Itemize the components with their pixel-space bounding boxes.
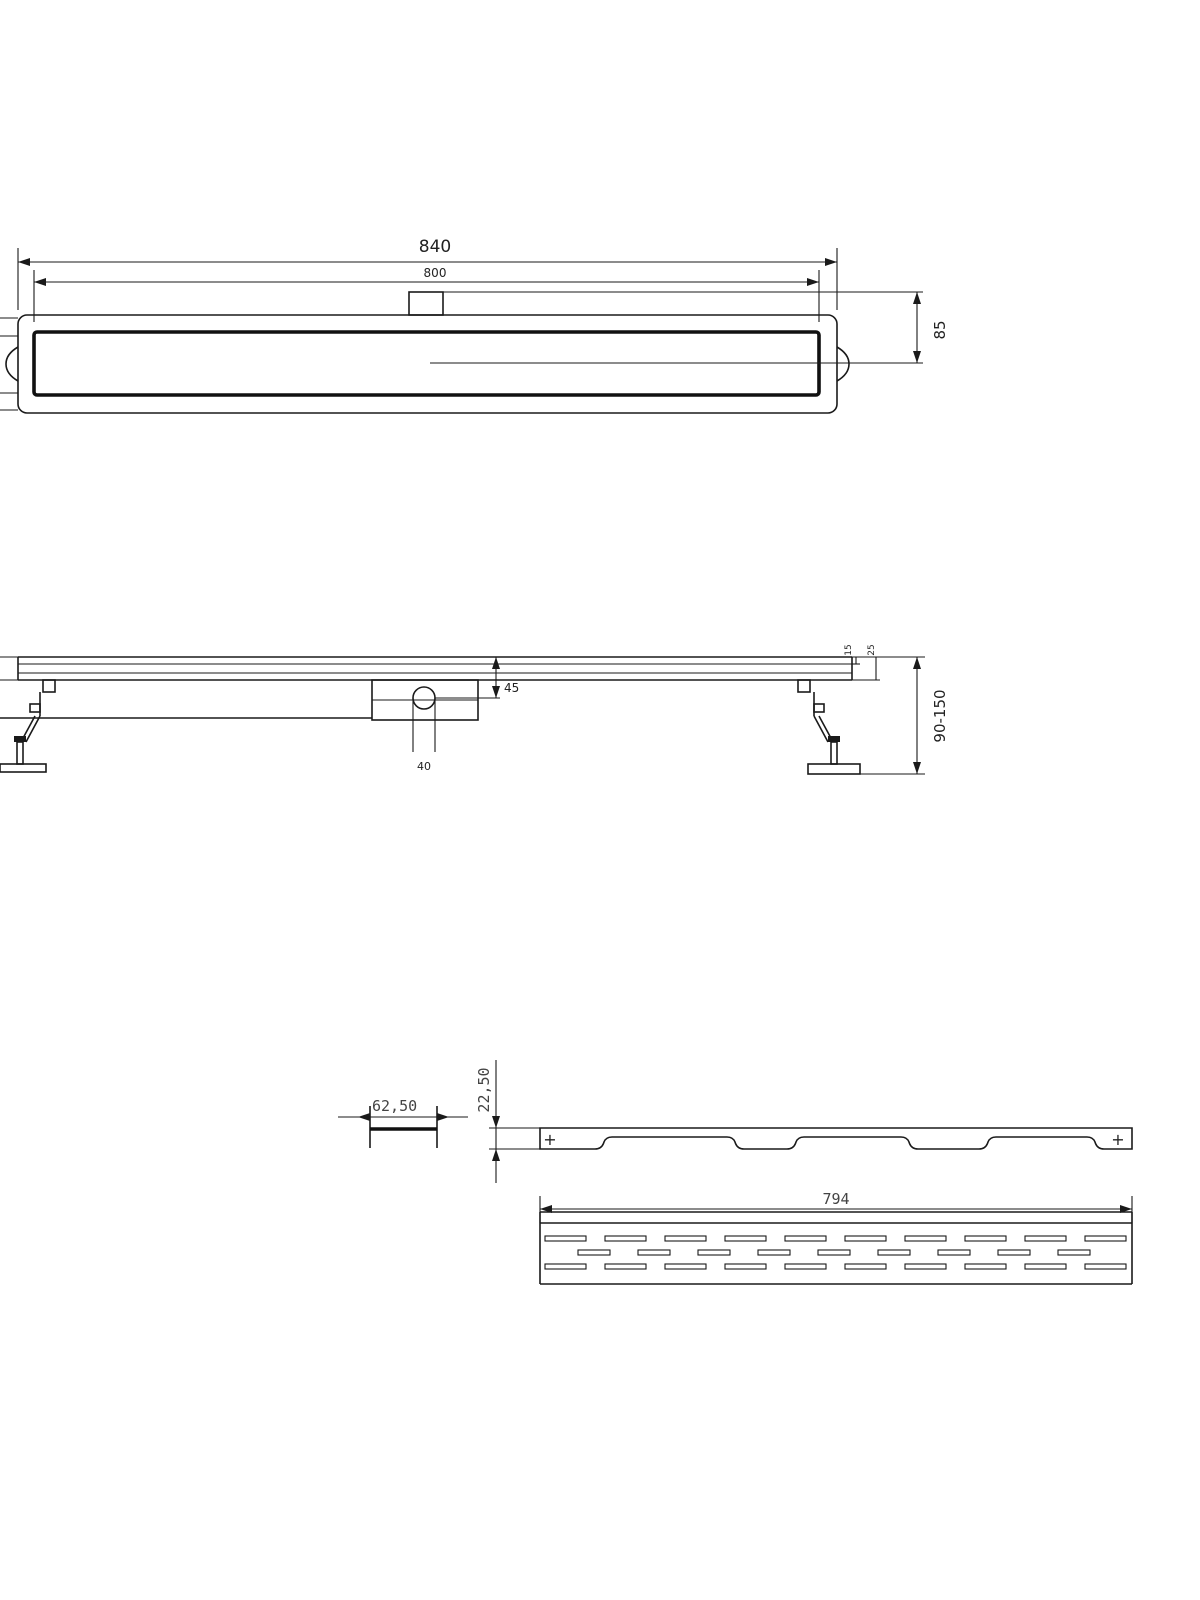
grate-slot: [1024, 1263, 1067, 1270]
grate-slot: [784, 1263, 827, 1270]
grate-slot: [784, 1235, 827, 1242]
arrowhead: [492, 1116, 500, 1128]
leg-nut: [14, 736, 26, 742]
dim-label-grate-length: 794: [822, 1190, 849, 1208]
grate-slot: [1057, 1249, 1091, 1256]
grate-detail: 62,50 22,50 + + 794: [338, 1060, 1133, 1285]
leg: [813, 715, 829, 743]
grate-slot: [724, 1235, 767, 1242]
fixing-point: +: [543, 1130, 556, 1149]
outlet-stub: [408, 291, 444, 316]
grate-slot: [937, 1249, 971, 1256]
side-view: 45 40 15 25 90-150: [0, 644, 949, 775]
end-lug-left: [5, 346, 19, 382]
leg-foot: [0, 763, 47, 773]
leg-clamp: [797, 679, 811, 693]
dim-label-25: 25: [867, 644, 877, 655]
grate-slot: [964, 1263, 1007, 1270]
grate-slot: [664, 1263, 707, 1270]
grate-slot: [904, 1235, 947, 1242]
grate-slot: [724, 1263, 767, 1270]
grate-slot: [577, 1249, 611, 1256]
leg-clamp: [42, 679, 56, 693]
end-lug-right: [836, 346, 850, 382]
leg: [25, 715, 41, 743]
arrowhead: [358, 1113, 370, 1121]
leg-foot: [807, 763, 861, 775]
dim-label-section-width: 62,50: [372, 1097, 417, 1115]
grate-slot: [1084, 1235, 1127, 1242]
grate-slot: [664, 1235, 707, 1242]
grate-side-profile: [539, 1127, 1133, 1150]
dim-label-15: 15: [844, 644, 854, 655]
arrowhead: [492, 1149, 500, 1161]
grate-slot: [1084, 1263, 1127, 1270]
grate-slot: [817, 1249, 851, 1256]
dim-label-outlet: 40: [417, 760, 431, 773]
leg-nut: [828, 736, 840, 742]
outlet-pipe: [412, 686, 436, 710]
dim-label-inner: 800: [424, 266, 447, 280]
leg-bolt: [813, 703, 825, 713]
grate-slot: [844, 1263, 887, 1270]
grate-slot: [604, 1263, 647, 1270]
grate-slot: [964, 1235, 1007, 1242]
dim-label-height: 85: [931, 320, 949, 339]
dim-label-drop: 45: [504, 681, 519, 695]
grate-slot: [997, 1249, 1031, 1256]
dim-label-section-height: 22,50: [475, 1067, 493, 1112]
leg-screw: [16, 741, 24, 765]
grate-slot: [844, 1235, 887, 1242]
grate-slot: [904, 1263, 947, 1270]
grate-slot: [697, 1249, 731, 1256]
dim-label-overall: 840: [419, 237, 451, 257]
grate-slot: [757, 1249, 791, 1256]
grate-slot: [544, 1235, 587, 1242]
grate-slot: [637, 1249, 671, 1256]
leg-screw: [830, 741, 838, 765]
dim-label-height-range: 90-150: [931, 689, 949, 742]
top-view: 840 800 85: [0, 237, 949, 414]
grate-slots: [544, 1235, 1127, 1270]
grate-slot: [604, 1235, 647, 1242]
leg-bolt: [29, 703, 41, 713]
arrowhead: [437, 1113, 449, 1121]
grate-slot: [877, 1249, 911, 1256]
channel-frame: [17, 314, 838, 414]
grate-slot: [544, 1263, 587, 1270]
fixing-point: +: [1111, 1130, 1124, 1149]
grate-slot: [1024, 1235, 1067, 1242]
